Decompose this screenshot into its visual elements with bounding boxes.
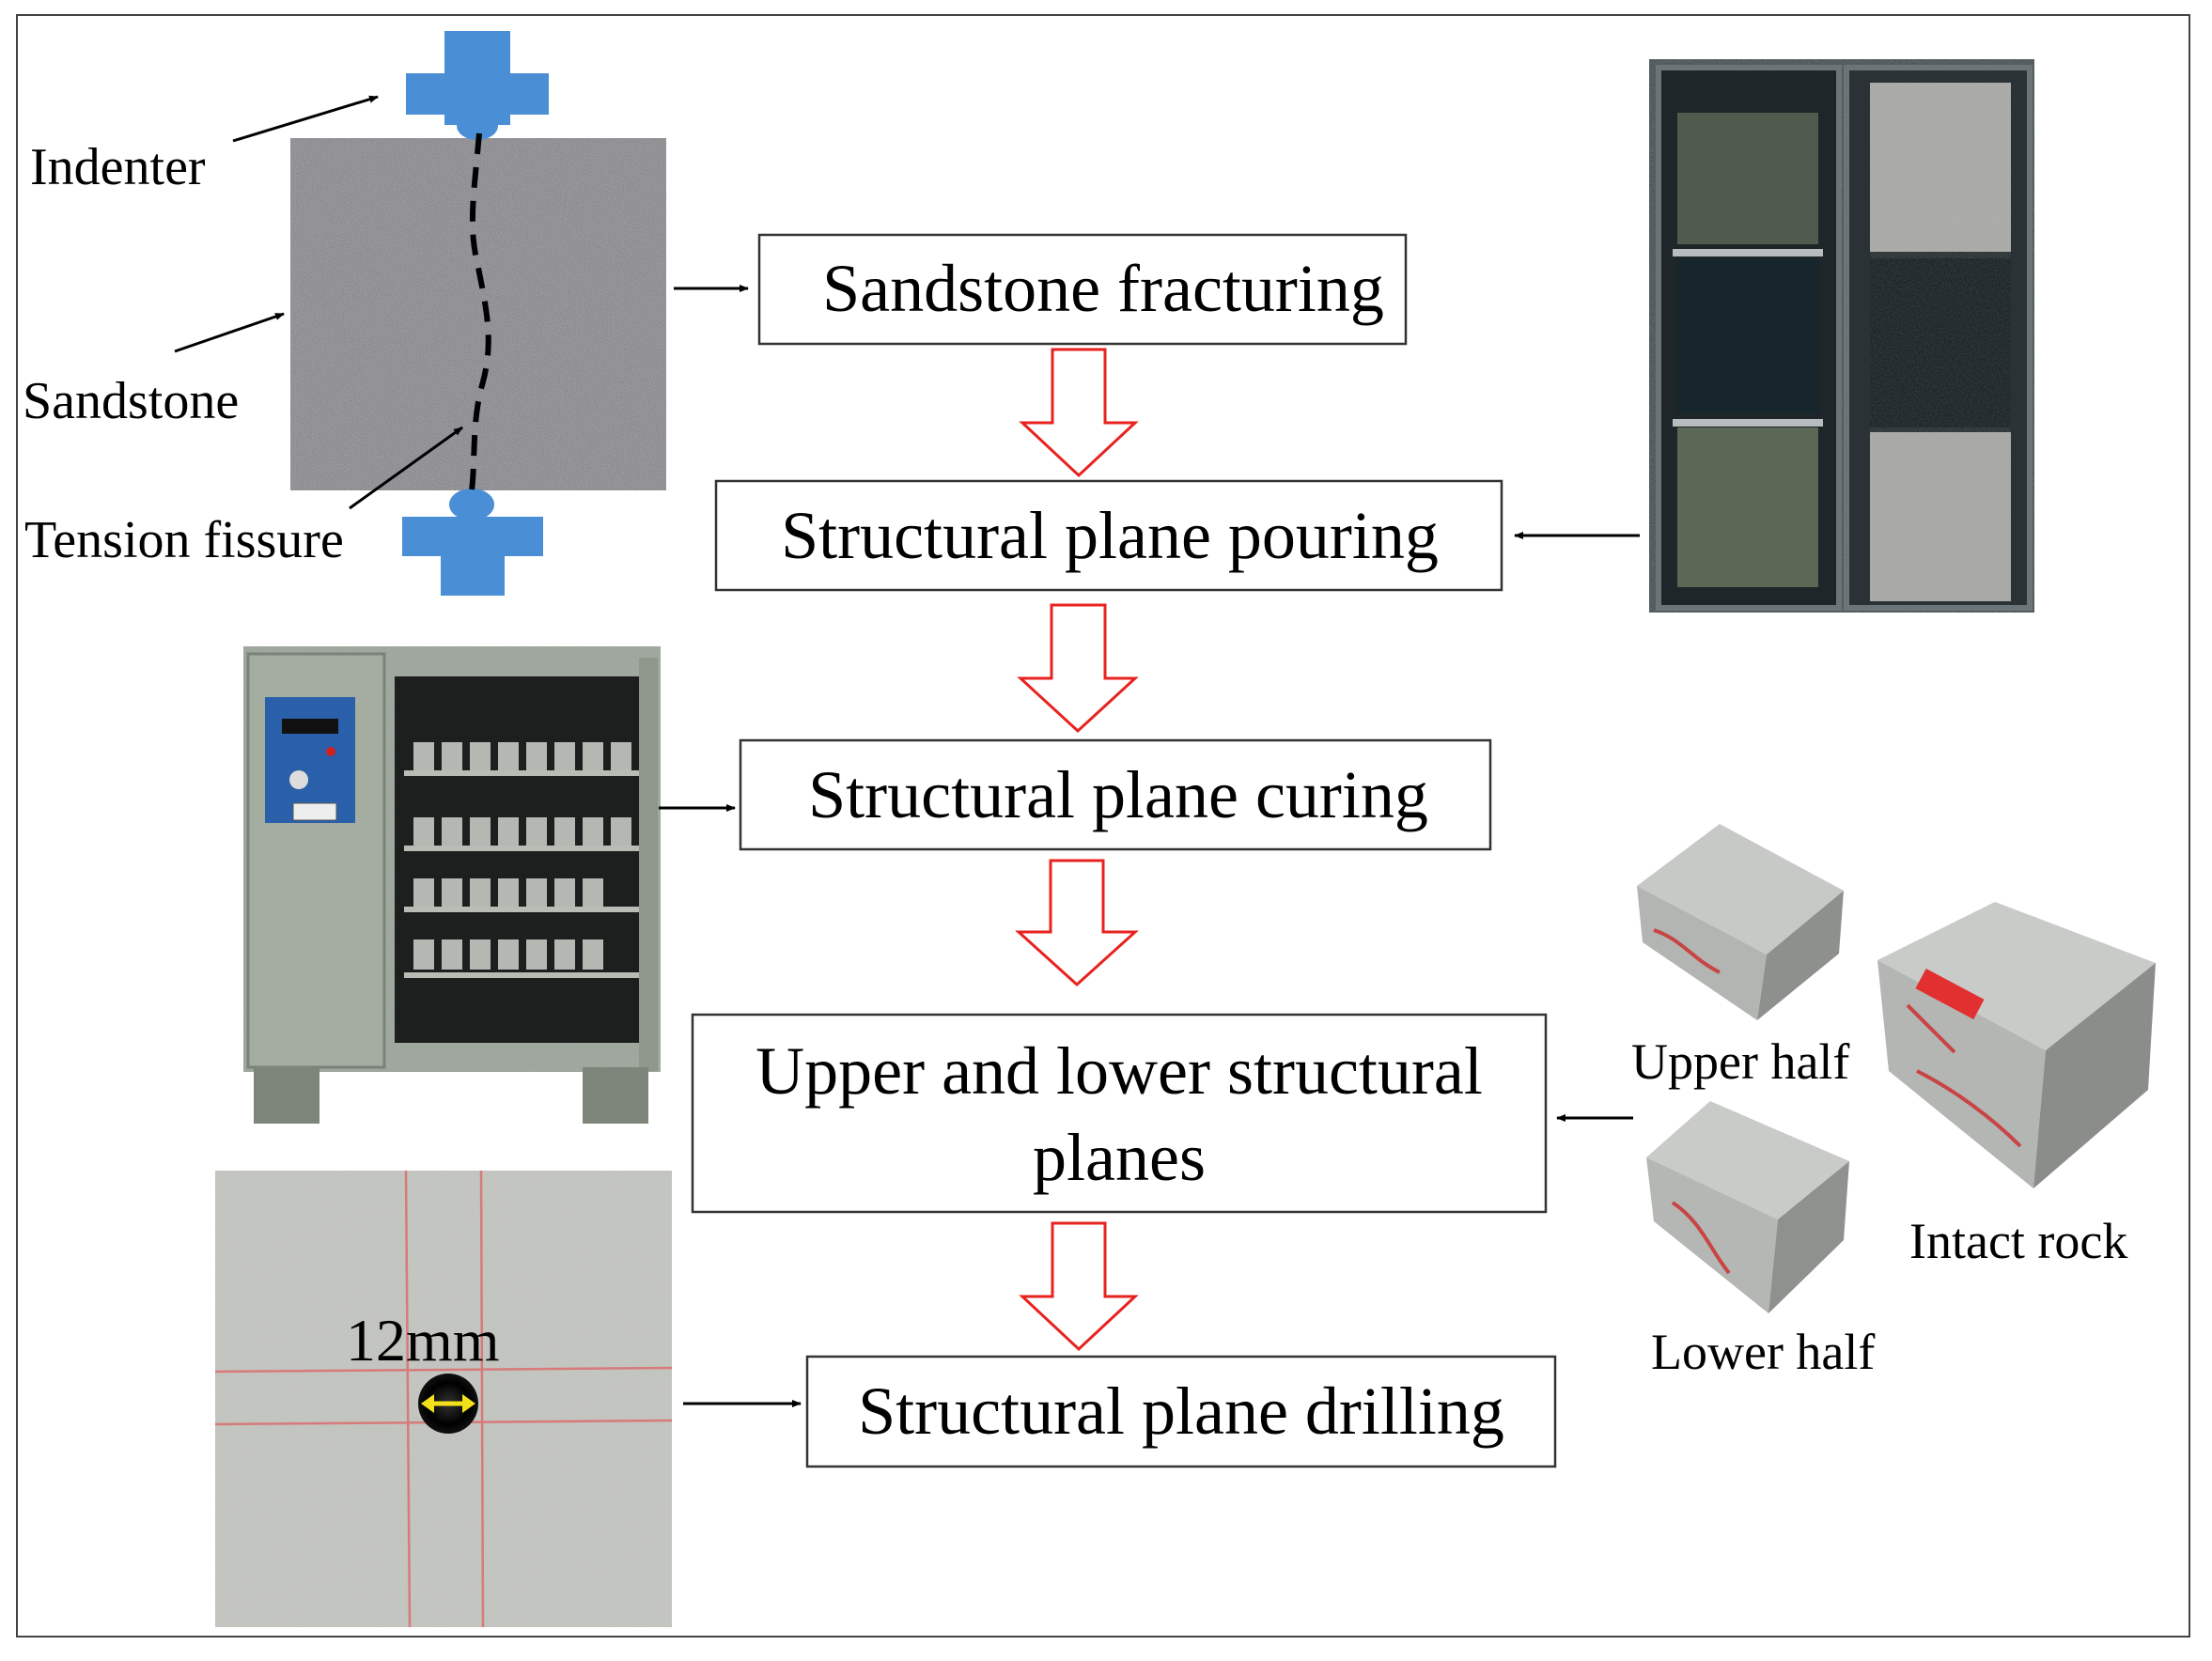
step-4-label-line-1: Upper and lower structural — [756, 1033, 1483, 1109]
flow-arrow-4 — [1019, 1221, 1139, 1352]
flow-arrow-1 — [1019, 348, 1139, 478]
step-2-label: Structural plane pouring — [781, 498, 1439, 573]
intact-rock-specimen — [1877, 902, 2156, 1188]
upper-half-specimen — [1637, 824, 1844, 1020]
tension-fissure-line — [469, 132, 491, 491]
flow-arrow-3 — [1015, 859, 1139, 987]
step-1-label: Sandstone fracturing — [822, 251, 1384, 326]
tension-fissure-label: Tension fissure — [24, 511, 344, 569]
specimen-photos: Upper half Lower half Intact rock — [1631, 824, 2156, 1380]
drilled-plane-photo: 12mm — [214, 1170, 673, 1628]
step-structural-plane-pouring: Structural plane pouring — [714, 479, 1503, 592]
lower-half-specimen — [1646, 1101, 1849, 1313]
indenter-label: Indenter — [30, 138, 206, 196]
drill-diameter-label: 12mm — [346, 1307, 500, 1374]
fracture-illustration: Indenter Sandstone Tension fissure — [23, 31, 666, 596]
step-5-label: Structural plane drilling — [858, 1374, 1504, 1449]
indenter-bottom-icon — [402, 489, 543, 596]
sandstone-label: Sandstone — [23, 372, 239, 430]
flow-arrows — [1015, 348, 1139, 1352]
sandstone-pointer — [174, 312, 285, 353]
connector-arrows — [659, 285, 1640, 1407]
mold-photo — [1649, 59, 2034, 613]
indenter-pointer — [232, 95, 379, 143]
step-structural-plane-drilling: Structural plane drilling — [805, 1355, 1557, 1468]
step-sandstone-fracturing: Sandstone fracturing — [757, 233, 1408, 346]
step-4-label-line-2: planes — [1033, 1120, 1206, 1195]
intact-rock-label: Intact rock — [1909, 1213, 2127, 1269]
figure-frame — [16, 14, 2190, 1638]
indenter-top-icon — [406, 31, 549, 140]
width-marker-icon — [421, 1394, 475, 1413]
step-upper-lower-planes: Upper and lower structural planes — [691, 1013, 1548, 1214]
fissure-pointer — [349, 426, 463, 510]
step-3-label: Structural plane curing — [808, 757, 1428, 832]
upper-half-label: Upper half — [1631, 1033, 1849, 1090]
step-structural-plane-curing: Structural plane curing — [739, 738, 1492, 851]
process-steps: Sandstone fracturing Structural plane po… — [691, 233, 1557, 1468]
lower-half-label: Lower half — [1651, 1324, 1875, 1380]
curing-cabinet-photo — [243, 646, 661, 1124]
flow-arrow-2 — [1017, 603, 1139, 734]
